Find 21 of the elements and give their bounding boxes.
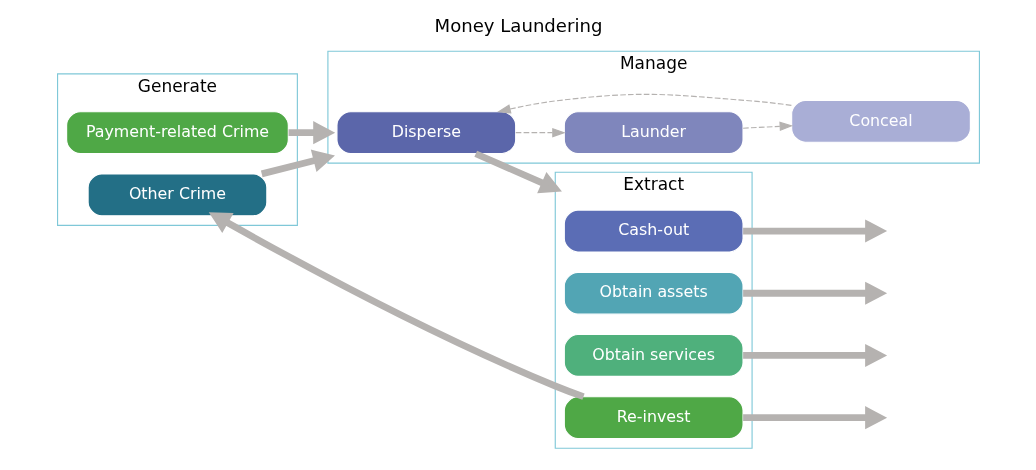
arrow: [260, 149, 335, 178]
arrow: [514, 127, 566, 138]
arrow: [208, 212, 585, 400]
arrow: [473, 150, 562, 194]
node-box: Disperse: [335, 111, 516, 155]
arrow: [288, 121, 335, 145]
arrow: [742, 121, 793, 132]
node-box: Other Crime: [87, 173, 267, 217]
diagram-title: Money Laundering: [434, 14, 602, 36]
node-box: Obtain services: [563, 333, 744, 377]
arrow: [742, 343, 887, 367]
node-box: Payment-related Crime: [65, 111, 289, 155]
node-box: Conceal: [790, 99, 971, 143]
arrow: [742, 281, 887, 305]
arrow: [496, 93, 792, 114]
node-box: Launder: [563, 111, 744, 155]
arrow: [742, 219, 887, 243]
node-box: Obtain assets: [563, 271, 744, 315]
arrow: [742, 406, 887, 430]
node-box: Cash-out: [563, 209, 744, 253]
node-box: Re-invest: [563, 396, 744, 440]
